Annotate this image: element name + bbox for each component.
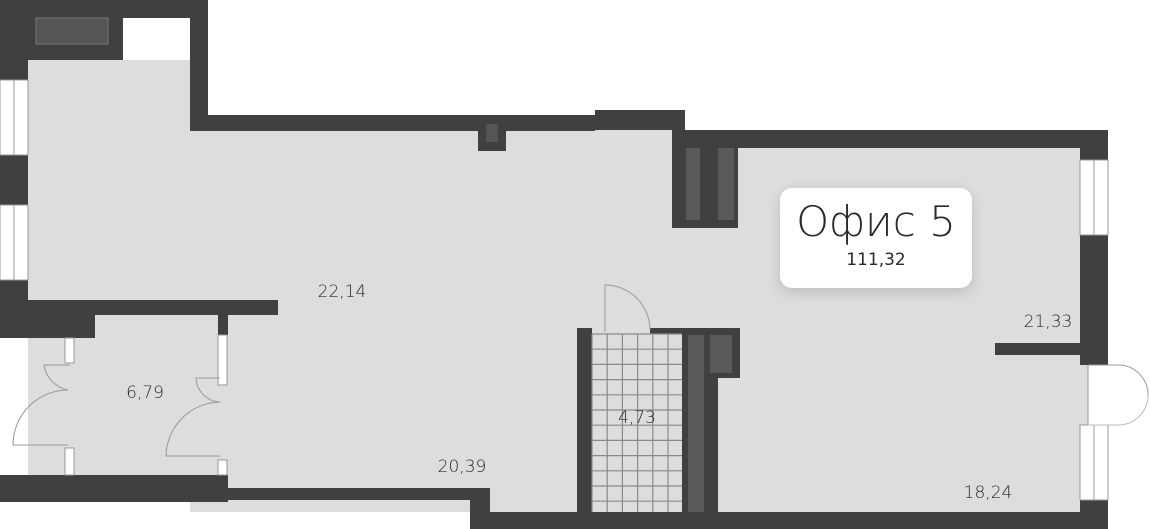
office-label-card: Офис 5 111,32 [780, 188, 972, 288]
office-name: Офис 5 [796, 197, 956, 246]
area-label-main-upper: 22,14 [317, 282, 367, 302]
area-label-right-upper: 21,33 [1023, 312, 1073, 332]
area-label-bathroom: 4,73 [618, 408, 656, 428]
doors [12, 284, 1149, 457]
area-label-main-lower: 20,39 [437, 457, 487, 477]
office-total-area: 111,32 [846, 250, 906, 270]
fixtures [35, 17, 734, 512]
windows [0, 79, 1109, 501]
bathroom-tiles [591, 333, 682, 512]
area-label-entrance: 6,79 [126, 383, 164, 403]
area-label-right-lower: 18,24 [963, 483, 1013, 503]
